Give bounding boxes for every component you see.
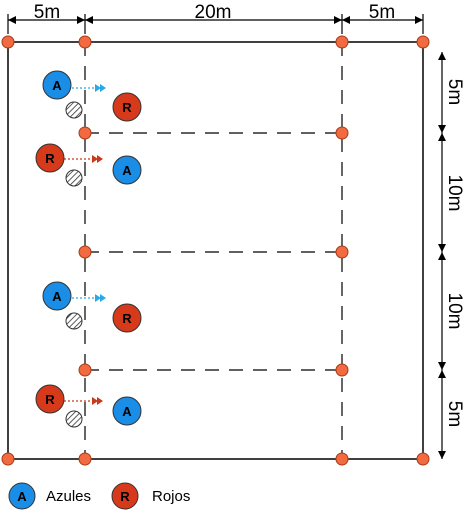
cone <box>1 452 15 466</box>
red-player-letter: R <box>45 392 55 407</box>
drill-group-1: A R <box>42 70 142 122</box>
legend-red-marker <box>111 482 139 510</box>
cone <box>335 452 349 466</box>
ball-icon <box>65 312 83 330</box>
dim-lower-middle-band: 10m <box>444 293 465 330</box>
legend-red-label: Rojos <box>152 488 190 505</box>
cone <box>78 245 92 259</box>
field-outline <box>7 41 424 460</box>
cone <box>78 126 92 140</box>
cone <box>78 363 92 377</box>
red-player-letter: R <box>45 151 55 166</box>
red-player-letter: R <box>122 311 132 326</box>
dim-left-width: 5m <box>34 2 60 23</box>
ball-icon <box>65 169 83 187</box>
legend-red-letter: R <box>120 489 130 504</box>
cone <box>416 452 430 466</box>
blue-player-letter: A <box>122 163 132 178</box>
ball-icon <box>65 410 83 428</box>
dim-upper-middle-band: 10m <box>444 175 465 212</box>
dim-right-width: 5m <box>369 2 395 23</box>
red-player-letter: R <box>122 100 132 115</box>
legend-blue-label: Azules <box>46 488 91 505</box>
blue-player <box>42 281 72 311</box>
dim-bottom-band: 5m <box>444 401 465 427</box>
red-player <box>35 384 65 414</box>
legend-blue-letter: A <box>17 489 27 504</box>
red-player <box>35 143 65 173</box>
top-arrowheads <box>8 16 423 24</box>
cone <box>416 35 430 49</box>
red-player <box>112 92 142 122</box>
drill-group-4: R A <box>35 384 142 428</box>
red-player <box>112 303 142 333</box>
dim-center-width: 20m <box>195 2 232 23</box>
blue-player <box>42 70 72 100</box>
blue-player-letter: A <box>52 78 62 93</box>
right-arrowheads <box>438 52 446 459</box>
blue-player <box>112 396 142 426</box>
cone <box>335 35 349 49</box>
drill-group-3: A R <box>42 281 142 333</box>
blue-player-letter: A <box>122 404 132 419</box>
blue-player-letter: A <box>52 289 62 304</box>
drill-group-2: R A <box>35 143 142 187</box>
blue-player <box>112 155 142 185</box>
cone <box>335 126 349 140</box>
cones <box>1 35 430 466</box>
cone <box>335 363 349 377</box>
legend-blue-marker <box>8 482 36 510</box>
dim-top-band: 5m <box>444 79 465 105</box>
cone <box>1 35 15 49</box>
cone <box>78 452 92 466</box>
ball-icon <box>65 101 83 119</box>
cone <box>335 245 349 259</box>
cone <box>78 35 92 49</box>
legend: A Azules R Rojos <box>8 482 190 510</box>
